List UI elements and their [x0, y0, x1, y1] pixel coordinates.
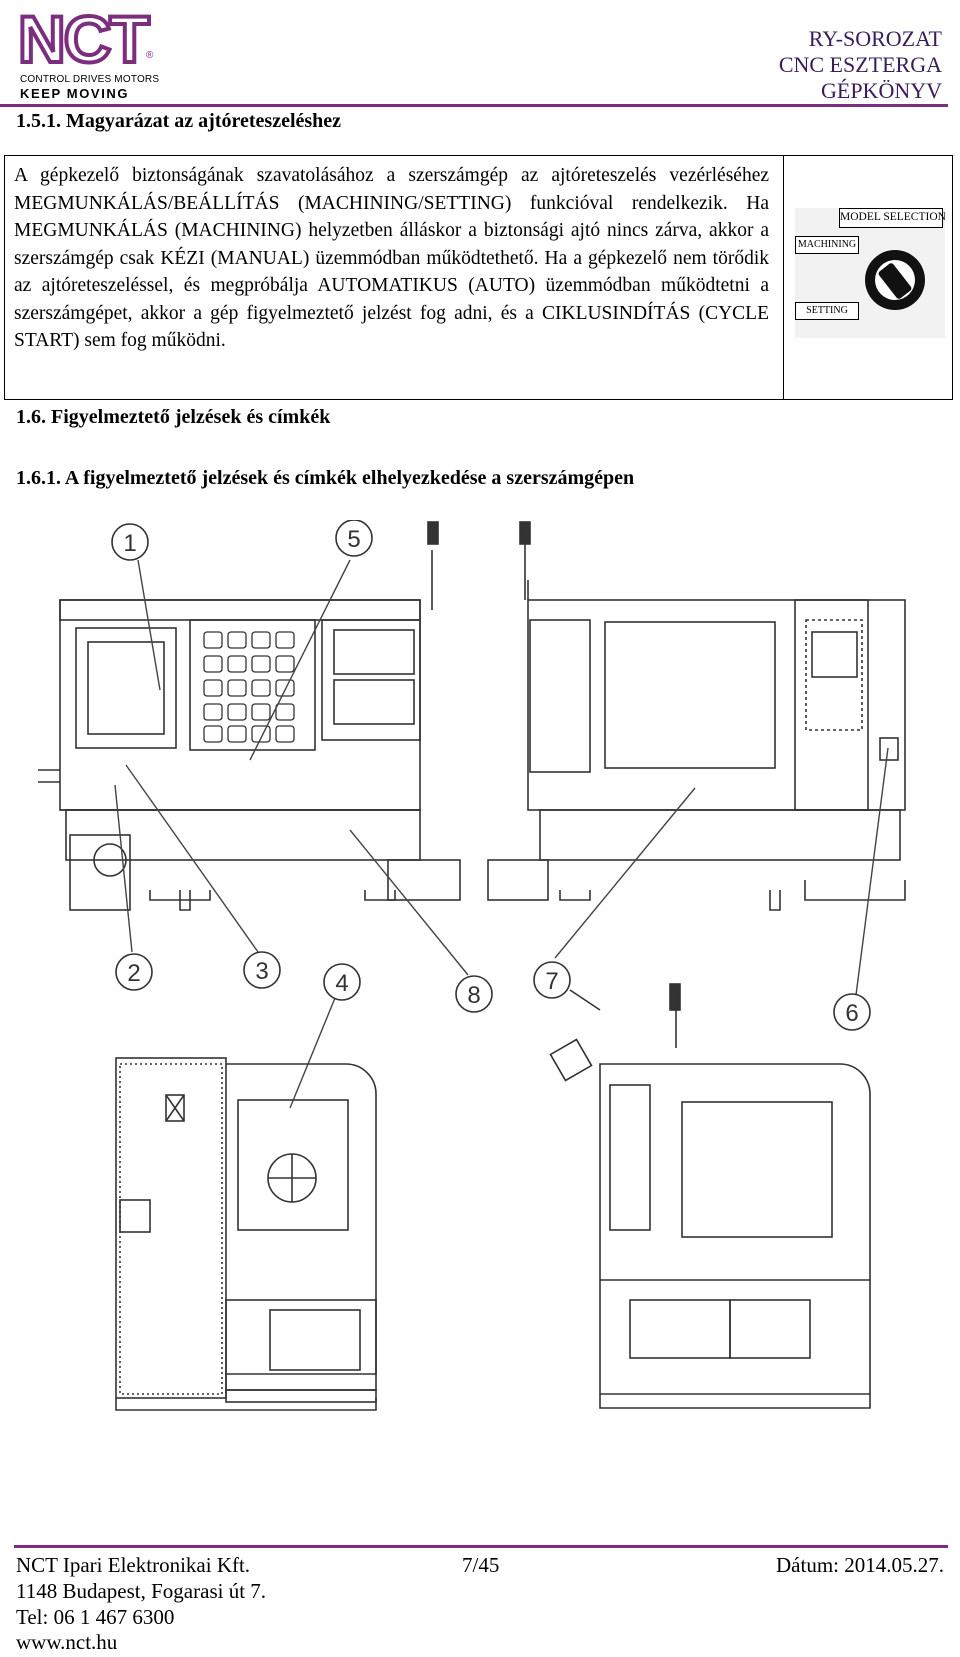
callout-number-1: 1: [123, 530, 136, 557]
footer-divider: [14, 1545, 948, 1548]
footer-date: Dátum: 2014.05.27.: [776, 1553, 944, 1577]
callout-3: [243, 951, 281, 989]
logo-tagline-1: CONTROL DRIVES MOTORS: [20, 74, 160, 85]
logo-registered: ®: [146, 50, 154, 61]
footer-page-number: 7/45: [462, 1553, 500, 1577]
header-title-block: RY-SOROZAT CNC ESZTERGA GÉPKÖNYV: [779, 26, 942, 104]
section-heading-1-5-1: 1.5.1. Magyarázat az ajtóreteszeléshez: [16, 110, 342, 132]
callout-number-8: 8: [467, 982, 480, 1009]
callout-5: [335, 520, 373, 557]
model-selection-panel-image: MODEL SELECTION MACHINING SETTING: [795, 208, 946, 338]
callout-number-3: 3: [255, 958, 268, 985]
callout-number-4: 4: [335, 970, 348, 997]
door-interlock-text: A gépkezelő biztonságának szavatolásához…: [14, 165, 769, 351]
callout-number-6: 6: [845, 1000, 858, 1027]
callout-8: [455, 975, 493, 1013]
side-view-right: [487, 521, 906, 911]
callout-6: [833, 993, 871, 1031]
machine-label-location-drawing: 1 5 2 3 4 8 7 6: [38, 520, 906, 1411]
callout-circles: [111, 520, 871, 1031]
callout-2: [115, 953, 153, 991]
callout-7: [533, 961, 571, 999]
footer-company: NCT Ipari Elektronikai Kft.: [16, 1553, 251, 1577]
logo-tagline-2: KEEP MOVING: [20, 86, 130, 101]
callout-4: [323, 963, 361, 1001]
callout-numbers: 1 5 2 3 4 8 7 6: [123, 526, 858, 1027]
callout-1: [111, 523, 149, 561]
front-view-left: [38, 521, 461, 911]
header-divider: [0, 104, 948, 107]
header-series: RY-SOROZAT: [808, 26, 942, 51]
callout-number-5: 5: [347, 526, 360, 553]
header-manual: GÉPKÖNYV: [821, 78, 942, 103]
logo-mark: NCT: [16, 2, 152, 76]
rear-view-left: [115, 1057, 377, 1411]
footer-address: 1148 Budapest, Fogarasi út 7.: [16, 1579, 267, 1603]
door-interlock-box: A gépkezelő biztonságának szavatolásához…: [4, 155, 953, 400]
callout-number-2: 2: [127, 960, 140, 987]
setting-label: SETTING: [795, 302, 859, 320]
header-machine: CNC ESZTERGA: [778, 52, 942, 77]
section-heading-1-6: 1.6. Figyelmeztető jelzések és címkék: [16, 406, 331, 428]
section-heading-1-6-1: 1.6.1. A figyelmeztető jelzések és címké…: [16, 467, 635, 489]
box-divider: [783, 156, 784, 399]
nct-logo: NCT ® CONTROL DRIVES MOTORS KEEP MOVING: [16, 2, 168, 101]
rear-view-right: [549, 983, 871, 1409]
callout-number-7: 7: [545, 968, 558, 995]
model-selection-label: MODEL SELECTION: [839, 208, 946, 228]
footer-phone: Tel: 06 1 467 6300: [16, 1605, 175, 1629]
machining-label: MACHINING: [795, 236, 859, 254]
footer-website[interactable]: www.nct.hu: [16, 1630, 118, 1654]
callout-leaders: [114, 559, 889, 1109]
